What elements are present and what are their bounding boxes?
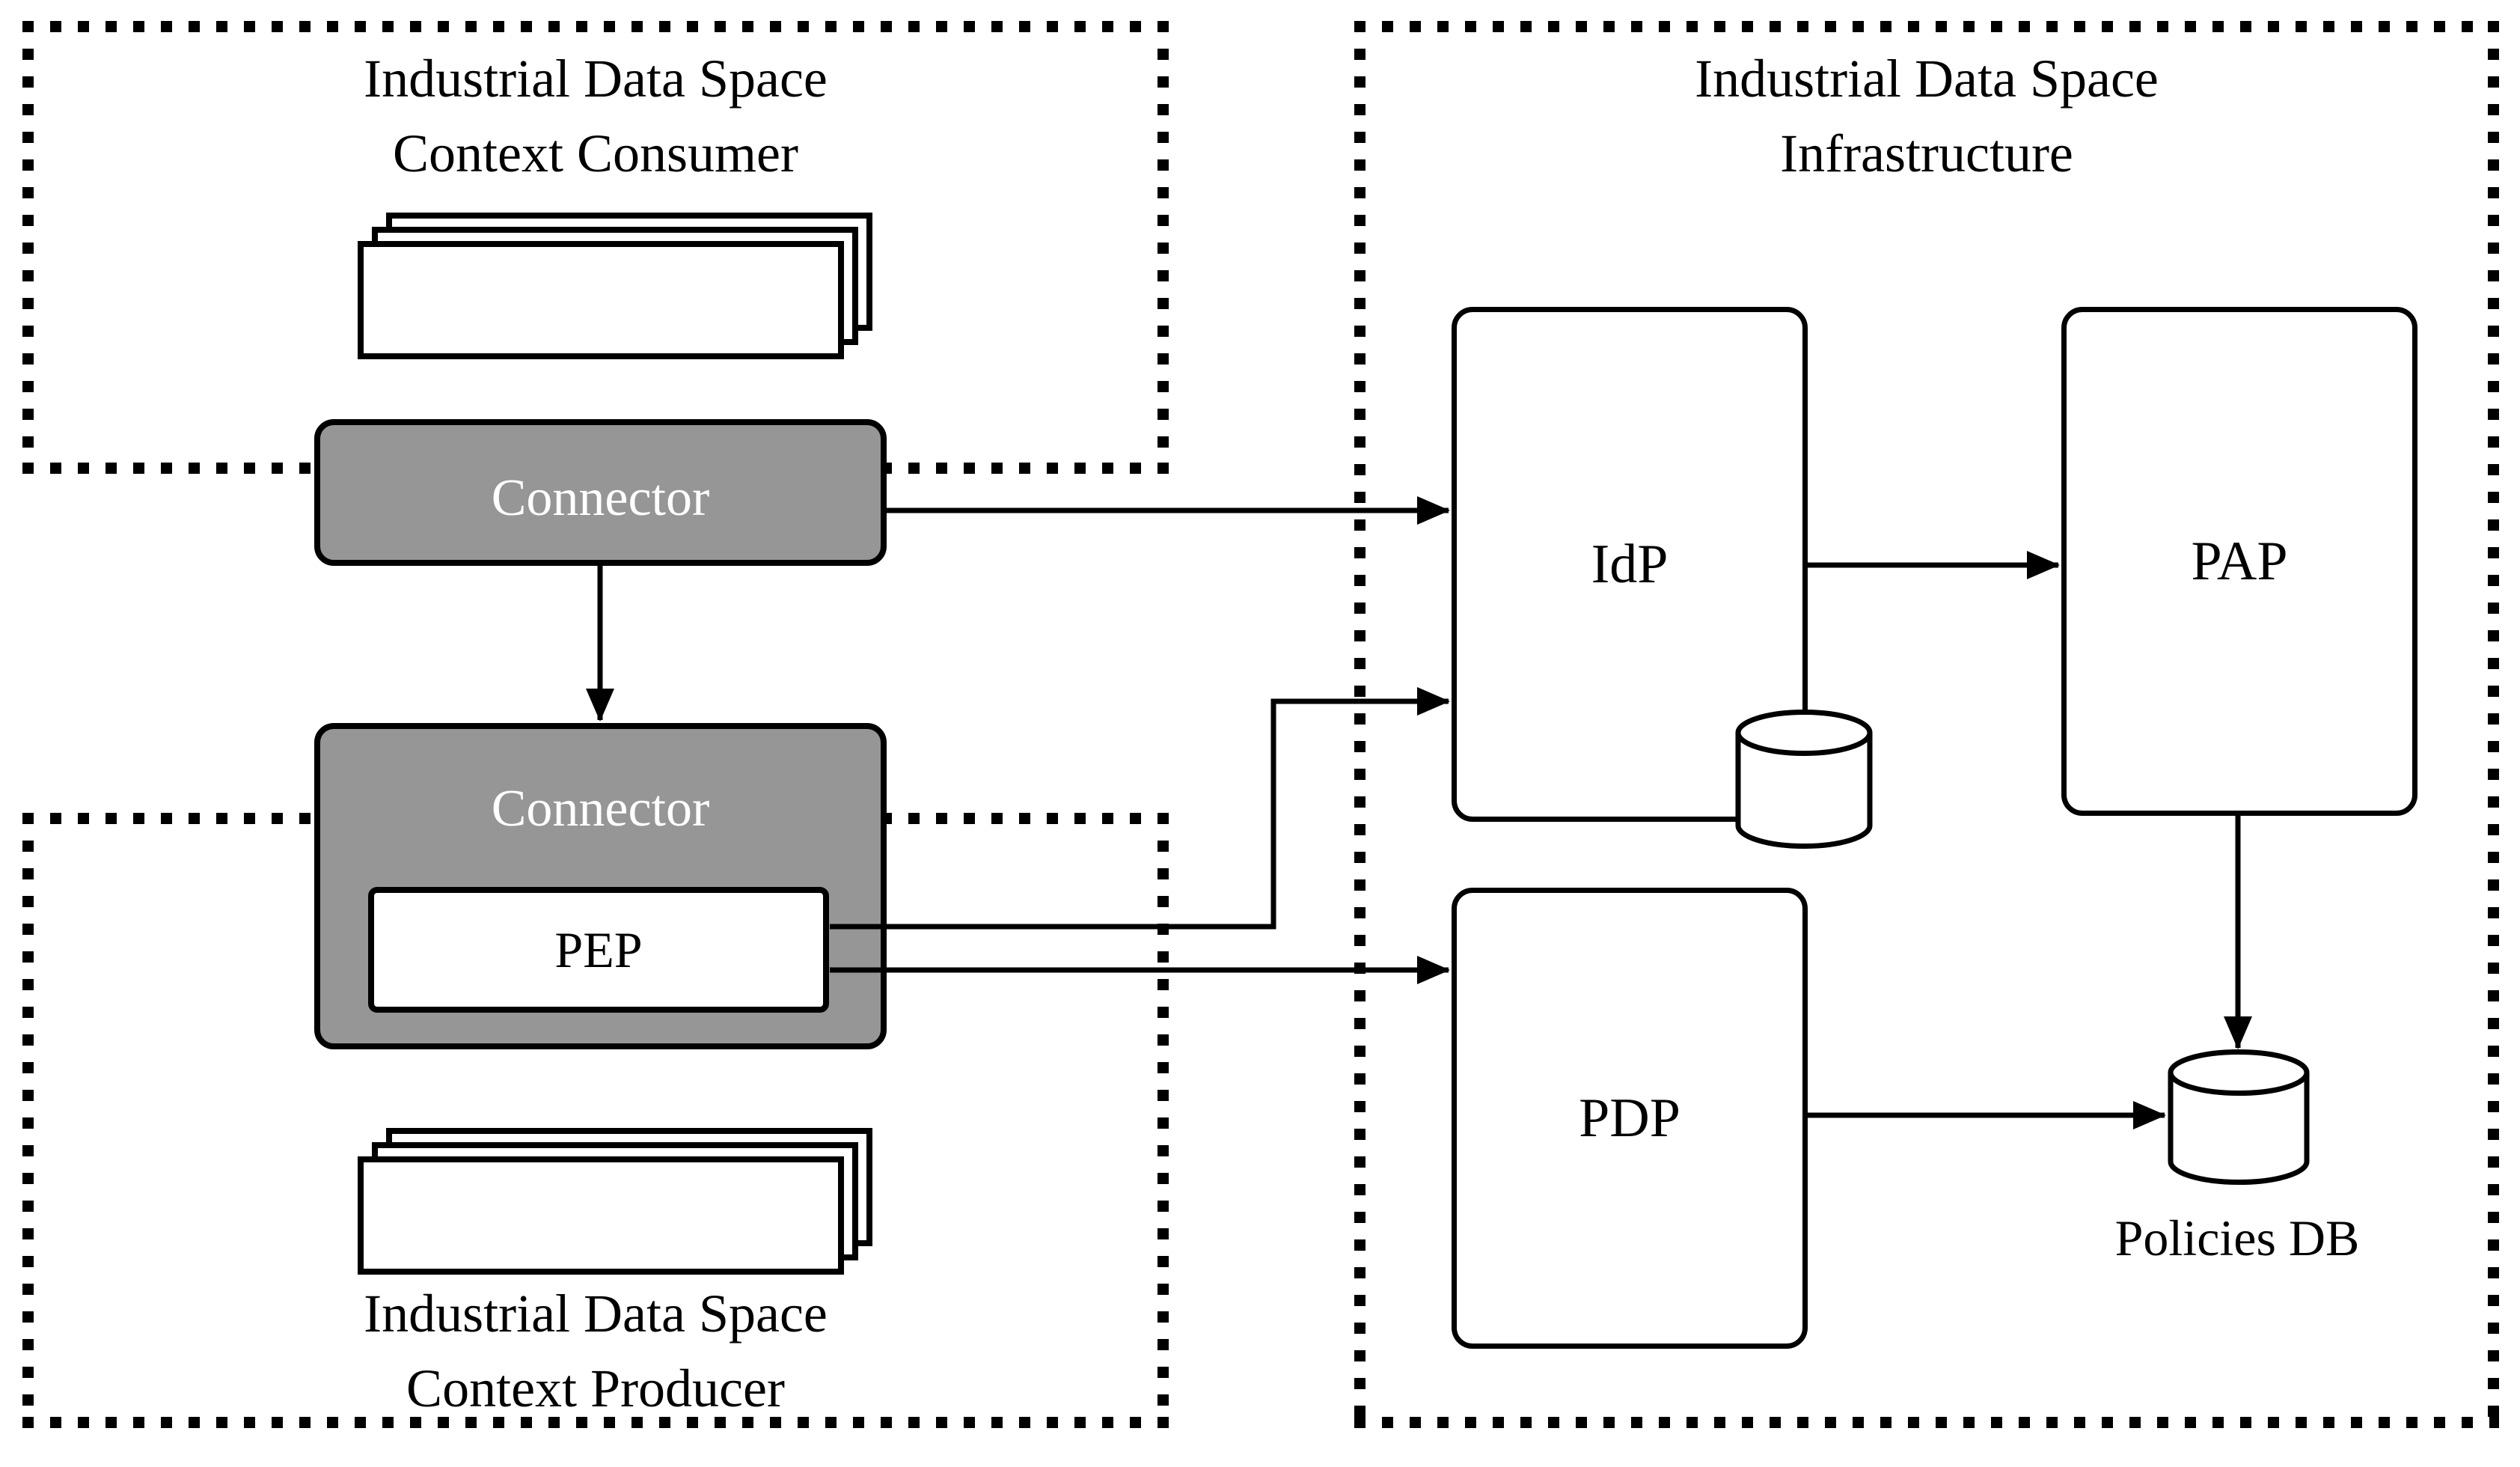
producer-connector-label: Connector [491, 780, 710, 838]
pdp-label: PDP [1579, 1087, 1680, 1149]
pep-node: PEP [368, 887, 829, 1013]
producer-border-bottom [22, 1417, 1169, 1428]
producer-title-line1: Industrial Data Space [364, 1284, 828, 1344]
consumer-title-line1: Industrial Data Space [364, 49, 828, 109]
pdp-node: PDP [1452, 888, 1808, 1349]
infrastructure-border-bottom [1354, 1417, 2499, 1428]
pep-label: PEP [554, 921, 643, 978]
producer-group-title: Industrial Data Space Context Producer [72, 1276, 1119, 1426]
infrastructure-group-title: Industrial Data Space Infrastructure [1403, 41, 2450, 191]
consumer-connector-node: Connector [314, 419, 887, 566]
consumer-group-title: Industrial Data Space Context Consumer [72, 41, 1119, 191]
infrastructure-border-top [1354, 21, 2499, 32]
consumer-title-line2: Context Consumer [393, 123, 798, 183]
producer-border-left [22, 813, 34, 1428]
consumer-border-right [1157, 21, 1169, 474]
database-cylinder-icon [1735, 710, 1873, 849]
consumer-border-left [22, 21, 34, 474]
infrastructure-title-line1: Industrial Data Space [1695, 49, 2159, 109]
idp-label: IdP [1591, 533, 1669, 595]
pap-node: PAP [2061, 307, 2417, 816]
database-cylinder-icon [2168, 1049, 2310, 1185]
document-sheet-front [358, 241, 844, 359]
policies-db-label: Policies DB [2114, 1210, 2360, 1266]
pap-label: PAP [2191, 530, 2288, 592]
infrastructure-border-left [1354, 21, 1365, 1428]
infrastructure-border-right [2488, 21, 2499, 1428]
consumer-border-top [22, 21, 1169, 32]
producer-border-right [1157, 813, 1169, 1428]
document-sheet-front [358, 1156, 844, 1275]
infrastructure-title-line2: Infrastructure [1780, 123, 2073, 183]
consumer-connector-label: Connector [491, 469, 710, 527]
producer-title-line2: Context Producer [406, 1358, 785, 1418]
